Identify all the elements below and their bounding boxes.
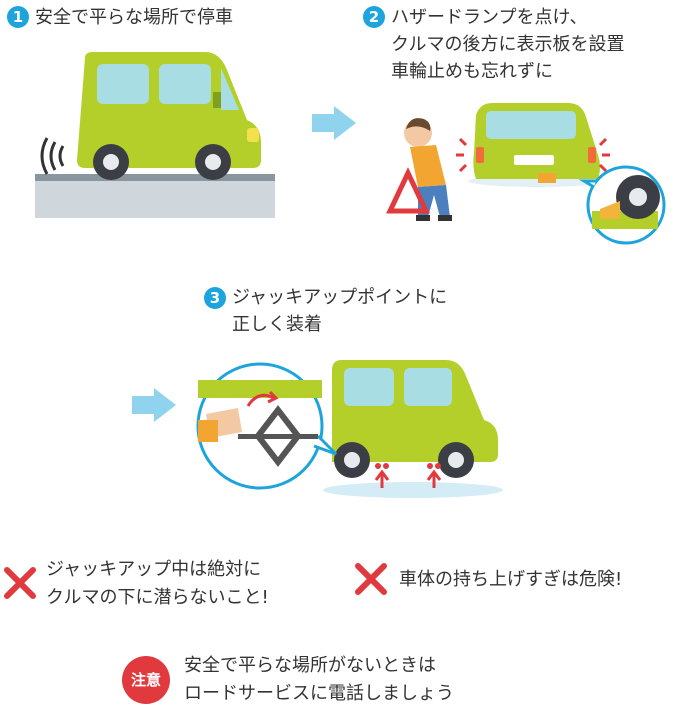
warning-2-line-1: 車体の持ち上げすぎは危険! <box>399 569 623 590</box>
note-line-2: ロードサービスに電話しましょう <box>184 683 454 704</box>
hazard-setup-illustration <box>386 103 666 245</box>
wheel-chock-icon <box>600 201 620 219</box>
step-1-text: 安全で平らな場所で停車 <box>35 7 233 28</box>
note-badge: 注意 <box>122 656 170 704</box>
warning-triangle-icon <box>386 167 430 214</box>
step-3-line-2: 正しく装着 <box>232 314 322 335</box>
jack-up-illustration <box>196 360 503 498</box>
step-2-line-2: クルマの後方に表示板を設置 <box>391 34 625 55</box>
warning-1-line-2: クルマの下に潜らないこと! <box>46 587 269 608</box>
blue-arrow-icon <box>312 106 356 140</box>
note-line-1: 安全で平らな場所がないときは <box>184 655 436 676</box>
red-x-icon <box>4 567 36 599</box>
step-2-line-1: ハザードランプを点け、 <box>391 7 588 28</box>
blue-arrow-icon <box>132 388 176 422</box>
step-2-number: 2 <box>363 6 385 28</box>
warning-1-line-1: ジャッキアップ中は絶対に <box>46 559 262 580</box>
step-1-number: 1 <box>7 6 29 28</box>
car-parked-illustration <box>35 52 275 218</box>
red-x-icon <box>355 563 387 595</box>
step-3-number: 3 <box>204 287 226 309</box>
step-2-line-3: 車輪止めも忘れずに <box>391 61 553 82</box>
step-3-line-1: ジャッキアップポイントに <box>232 287 448 308</box>
